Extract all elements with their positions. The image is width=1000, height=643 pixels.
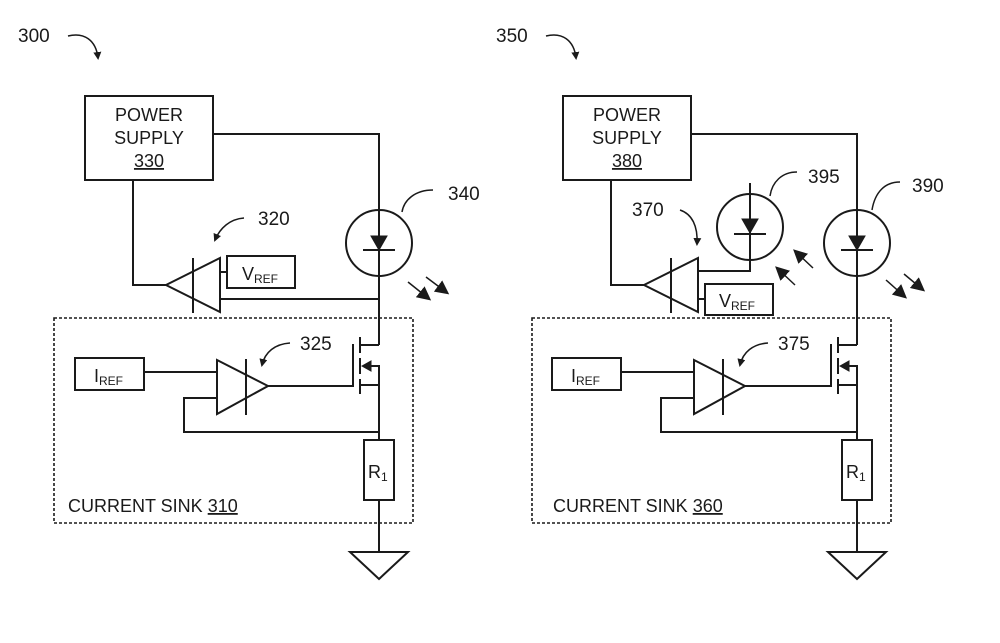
circuit-300: 300 POWER SUPPLY 330 340 xyxy=(18,26,480,581)
current-sink: CURRENT SINK 360 IREF 375 R1 xyxy=(531,317,892,524)
light-reception-arrow-icon xyxy=(775,266,796,286)
mosfet-transistor xyxy=(352,337,380,440)
sink-amplifier-ref-label: 375 xyxy=(778,334,810,355)
current-sink-boundary xyxy=(531,317,892,524)
vref-box xyxy=(704,283,774,316)
sink-feedback-wire xyxy=(660,397,857,433)
led-ref-label: 390 xyxy=(912,176,944,197)
sink-amplifier-ref-arrow xyxy=(259,342,291,367)
mosfet-source xyxy=(848,365,858,440)
supply-to-amp-wire xyxy=(610,180,644,286)
light-reception-arrow-icon xyxy=(793,249,814,269)
photodiode-feedback-wire xyxy=(698,183,751,272)
amplifier-ref-label: 320 xyxy=(258,209,290,230)
figure-ref-arrow xyxy=(67,34,102,60)
mosfet-body-arrow-icon xyxy=(360,360,372,372)
figure-ref-arrow xyxy=(545,34,580,60)
amplifier-ref-label: 370 xyxy=(632,200,664,221)
vref-label: VREF xyxy=(719,291,755,313)
current-sink: CURRENT SINK 310 IREF 325 xyxy=(53,317,414,524)
resistor-label: R1 xyxy=(368,462,388,484)
circuit-350: 350 POWER SUPPLY 380 395 xyxy=(496,26,944,581)
power-supply: POWER SUPPLY 330 xyxy=(84,95,214,181)
diode-triangle-icon xyxy=(741,218,759,235)
iref-box xyxy=(74,357,145,391)
led xyxy=(823,209,926,299)
sink-feedback-wire xyxy=(183,397,379,433)
light-emission-arrow-icon xyxy=(885,279,907,299)
current-sink-label: CURRENT SINK 310 xyxy=(68,496,238,516)
light-emission-arrow-icon xyxy=(407,281,432,301)
iref-label: IREF xyxy=(94,366,123,388)
ground-icon xyxy=(347,551,411,581)
power-supply-label-line2: SUPPLY xyxy=(114,128,184,148)
amplifier-370: VREF xyxy=(641,256,774,316)
sink-amplifier-ref-arrow xyxy=(737,342,769,367)
iref-label: IREF xyxy=(571,366,600,388)
power-supply-box xyxy=(562,95,692,181)
led xyxy=(345,209,450,301)
resistor-box xyxy=(363,439,395,501)
diode-triangle-icon xyxy=(848,235,866,252)
led-ref-label: 340 xyxy=(448,184,480,205)
mosfet-body-arrow-icon xyxy=(838,360,850,372)
light-emission-arrow-icon xyxy=(903,273,926,292)
power-supply-ref: 380 xyxy=(612,151,642,171)
power-supply: POWER SUPPLY 380 xyxy=(562,95,692,181)
amplifier-320: VREF xyxy=(163,255,296,314)
photodiode-ref-label: 395 xyxy=(808,167,840,188)
power-supply-label-line2: SUPPLY xyxy=(592,128,662,148)
vref-label: VREF xyxy=(242,264,278,286)
power-supply-ref: 330 xyxy=(134,151,164,171)
light-emission-arrow-icon xyxy=(425,276,450,295)
current-sink-label: CURRENT SINK 360 xyxy=(553,496,723,516)
led-ref-leader xyxy=(871,181,901,211)
supply-to-led-wire xyxy=(213,133,380,345)
diode-triangle-icon xyxy=(370,235,388,252)
ground-icon xyxy=(825,551,889,581)
resistor-box xyxy=(841,439,873,501)
led-ref-leader xyxy=(401,189,434,213)
mosfet-source xyxy=(370,365,380,440)
power-supply-box xyxy=(84,95,214,181)
sink-amplifier-triangle xyxy=(693,358,748,416)
iref-box xyxy=(551,357,622,391)
resistor-label: R1 xyxy=(846,462,866,484)
mosfet-transistor xyxy=(830,337,858,440)
power-supply-label-line1: POWER xyxy=(593,105,661,125)
amplifier-ref-arrow xyxy=(679,209,702,246)
photodiode-ref-leader xyxy=(769,171,798,197)
figure-ref-label: 300 xyxy=(18,26,50,47)
vref-box xyxy=(226,255,296,289)
sink-amplifier-ref-label: 325 xyxy=(300,334,332,355)
power-supply-label-line1: POWER xyxy=(115,105,183,125)
supply-to-amp-wire xyxy=(132,180,166,286)
figure-ref-label: 350 xyxy=(496,26,528,47)
current-sink-boundary xyxy=(53,317,414,524)
amplifier-ref-arrow xyxy=(213,217,245,242)
sink-amplifier-triangle xyxy=(216,358,271,416)
photodiode xyxy=(716,183,814,286)
